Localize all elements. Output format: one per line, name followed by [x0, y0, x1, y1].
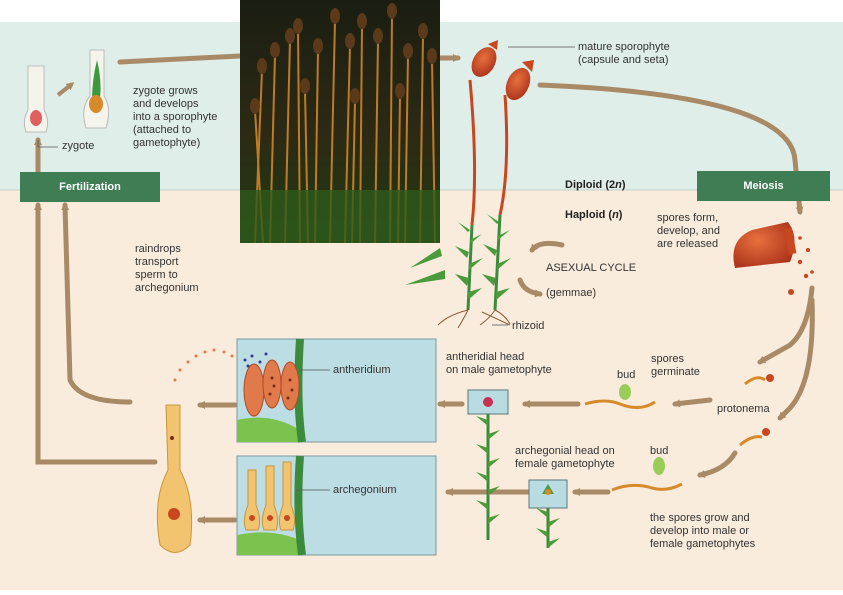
sperm-droplets	[173, 348, 234, 382]
leader-lines	[37, 46, 575, 491]
protonema-label: protonema	[717, 403, 770, 415]
protonema-icon	[584, 374, 774, 492]
rhizoid-label: rhizoid	[512, 320, 545, 332]
meiosis-banner: Meiosis	[697, 171, 830, 201]
bud-bottom-label: bud	[650, 445, 669, 457]
zygote-icon	[23, 49, 110, 133]
moss-photo	[240, 0, 440, 244]
diploid-n: n	[615, 179, 622, 191]
haploid-close: )	[618, 209, 623, 221]
spores-germinate-label: spores germinate	[651, 353, 700, 378]
antheridial-head-label: antheridial head on male gametophyte	[446, 351, 552, 376]
archegonial-head-label: archegonial head on female gametophyte	[515, 445, 615, 470]
capsule-icon	[733, 222, 814, 295]
spores-form-label: spores form, develop, and are released	[657, 212, 720, 250]
zygote-grows-label: zygote grows and develops into a sporoph…	[133, 85, 218, 149]
archegonium-icon	[236, 455, 437, 556]
meiosis-label: Meiosis	[743, 180, 784, 192]
spores-grow-label: the spores grow and develop into male or…	[650, 512, 756, 550]
haploid-n: n	[612, 209, 619, 221]
asexual-cycle-label: ASEXUAL CYCLE	[546, 262, 637, 274]
mature-sporophyte-label: mature sporophyte (capsule and seta)	[578, 41, 670, 66]
fertilization-banner: Fertilization	[20, 172, 160, 202]
diploid-text: Diploid (2	[565, 179, 616, 191]
archegonium-label: archegonium	[333, 484, 397, 496]
diploid-close: )	[621, 179, 626, 191]
antheridium-icon	[236, 338, 437, 443]
zygote-label: zygote	[62, 140, 95, 152]
bud-top-label: bud	[617, 369, 636, 381]
gametophyte-icon	[467, 389, 568, 548]
haploid-text: Haploid (	[565, 209, 613, 221]
haploid-label: Haploid (n)	[565, 196, 622, 222]
archegonium-large-icon	[156, 404, 193, 553]
raindrops-label: raindrops transport sperm to archegonium	[135, 243, 199, 294]
sporophyte-icon	[405, 40, 534, 329]
gemmae-label: (gemmae)	[546, 287, 597, 299]
fertilization-label: Fertilization	[59, 181, 121, 193]
zygote-to-sporophyte-arrow	[56, 82, 75, 97]
antheridium-label: antheridium	[333, 364, 391, 376]
diploid-label: Diploid (2n)	[565, 166, 626, 192]
